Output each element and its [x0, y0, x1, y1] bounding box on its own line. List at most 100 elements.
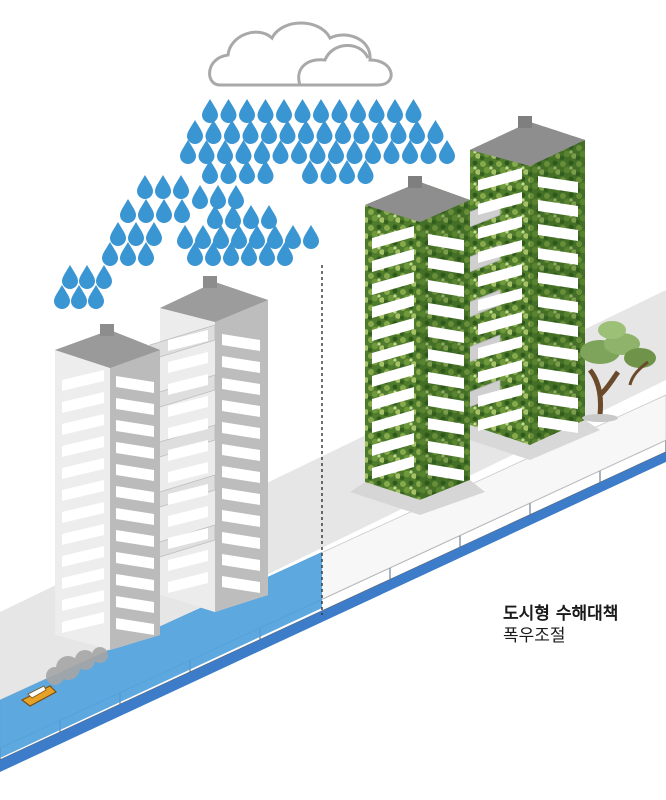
- window: [372, 249, 414, 272]
- rain-drop: [224, 120, 240, 144]
- rain-drop: [409, 120, 425, 144]
- green-building-back: [455, 116, 600, 460]
- window: [538, 392, 578, 409]
- rain-drop: [368, 99, 385, 123]
- window: [372, 410, 414, 433]
- window: [62, 590, 104, 611]
- window: [116, 552, 154, 569]
- window: [372, 295, 414, 318]
- window: [372, 318, 414, 341]
- window: [372, 226, 414, 249]
- cloud-icon: [208, 21, 393, 87]
- window: [372, 433, 414, 456]
- window: [222, 444, 260, 461]
- window: [372, 341, 414, 364]
- rain-drop: [427, 120, 444, 144]
- window: [116, 596, 154, 613]
- window: [478, 192, 522, 215]
- window: [222, 510, 260, 527]
- window: [62, 568, 104, 589]
- window: [168, 418, 208, 439]
- window: [168, 374, 208, 395]
- window: [222, 576, 260, 593]
- rain-drop: [285, 225, 301, 249]
- window: [428, 372, 464, 389]
- rain-drop: [243, 205, 259, 229]
- window: [428, 257, 464, 274]
- window: [116, 574, 154, 591]
- window: [222, 488, 260, 505]
- window: [116, 486, 154, 503]
- window: [222, 356, 260, 373]
- window: [478, 240, 522, 263]
- window: [222, 334, 260, 351]
- window: [478, 360, 522, 383]
- rain-drop: [261, 205, 277, 229]
- window: [116, 376, 154, 393]
- rain-drop: [242, 120, 259, 144]
- rain-drop: [174, 199, 190, 223]
- rain-drop: [220, 99, 237, 123]
- rain-drop: [155, 175, 171, 199]
- window: [62, 480, 104, 501]
- rain-drop: [96, 265, 112, 289]
- window: [168, 484, 208, 505]
- rain-drop: [439, 140, 455, 164]
- caption: 도시형 수해대책 폭우조절: [503, 603, 618, 647]
- green-building-front: [350, 176, 485, 515]
- rain-drop: [156, 199, 172, 223]
- rain-drop: [239, 99, 255, 123]
- window: [538, 200, 578, 217]
- window: [478, 408, 522, 431]
- window: [62, 458, 104, 479]
- rain-drop: [225, 205, 241, 229]
- flood-splash: [46, 647, 108, 685]
- window: [116, 464, 154, 481]
- window: [168, 396, 208, 417]
- green-building-back-windows: [478, 168, 578, 433]
- rain-drop: [202, 99, 218, 123]
- caption-subtitle: 폭우조절: [503, 626, 566, 646]
- window: [372, 456, 414, 479]
- rain-drop: [257, 99, 274, 123]
- window: [428, 418, 464, 435]
- rain-drop: [210, 185, 226, 209]
- rain-drop: [177, 225, 193, 249]
- rain-drop: [390, 120, 407, 144]
- window: [168, 528, 208, 549]
- rain-drop: [276, 99, 292, 123]
- window: [372, 364, 414, 387]
- caption-title: 도시형 수해대책: [503, 604, 619, 624]
- green-building-front-windows: [372, 226, 464, 481]
- rain-drop: [195, 225, 211, 249]
- window: [62, 392, 104, 413]
- rain-drop: [313, 99, 329, 123]
- window: [168, 550, 208, 571]
- window: [478, 216, 522, 239]
- window: [116, 618, 154, 635]
- window: [478, 384, 522, 407]
- window: [62, 414, 104, 435]
- window: [428, 349, 464, 366]
- window: [116, 530, 154, 547]
- window: [538, 368, 578, 385]
- window: [428, 464, 464, 481]
- rain-drop: [335, 120, 351, 144]
- window: [538, 296, 578, 313]
- window: [538, 224, 578, 241]
- rain-drop: [353, 120, 370, 144]
- window: [428, 280, 464, 297]
- window: [538, 320, 578, 337]
- window: [222, 554, 260, 571]
- rain-drop: [228, 185, 244, 209]
- window: [538, 248, 578, 265]
- rain-drop: [79, 265, 95, 289]
- rain-drop: [192, 185, 208, 209]
- window: [538, 416, 578, 433]
- window: [478, 168, 522, 191]
- rain-drop: [261, 120, 277, 144]
- window: [428, 395, 464, 412]
- window: [62, 436, 104, 457]
- window: [222, 466, 260, 483]
- rain-drop: [350, 99, 366, 123]
